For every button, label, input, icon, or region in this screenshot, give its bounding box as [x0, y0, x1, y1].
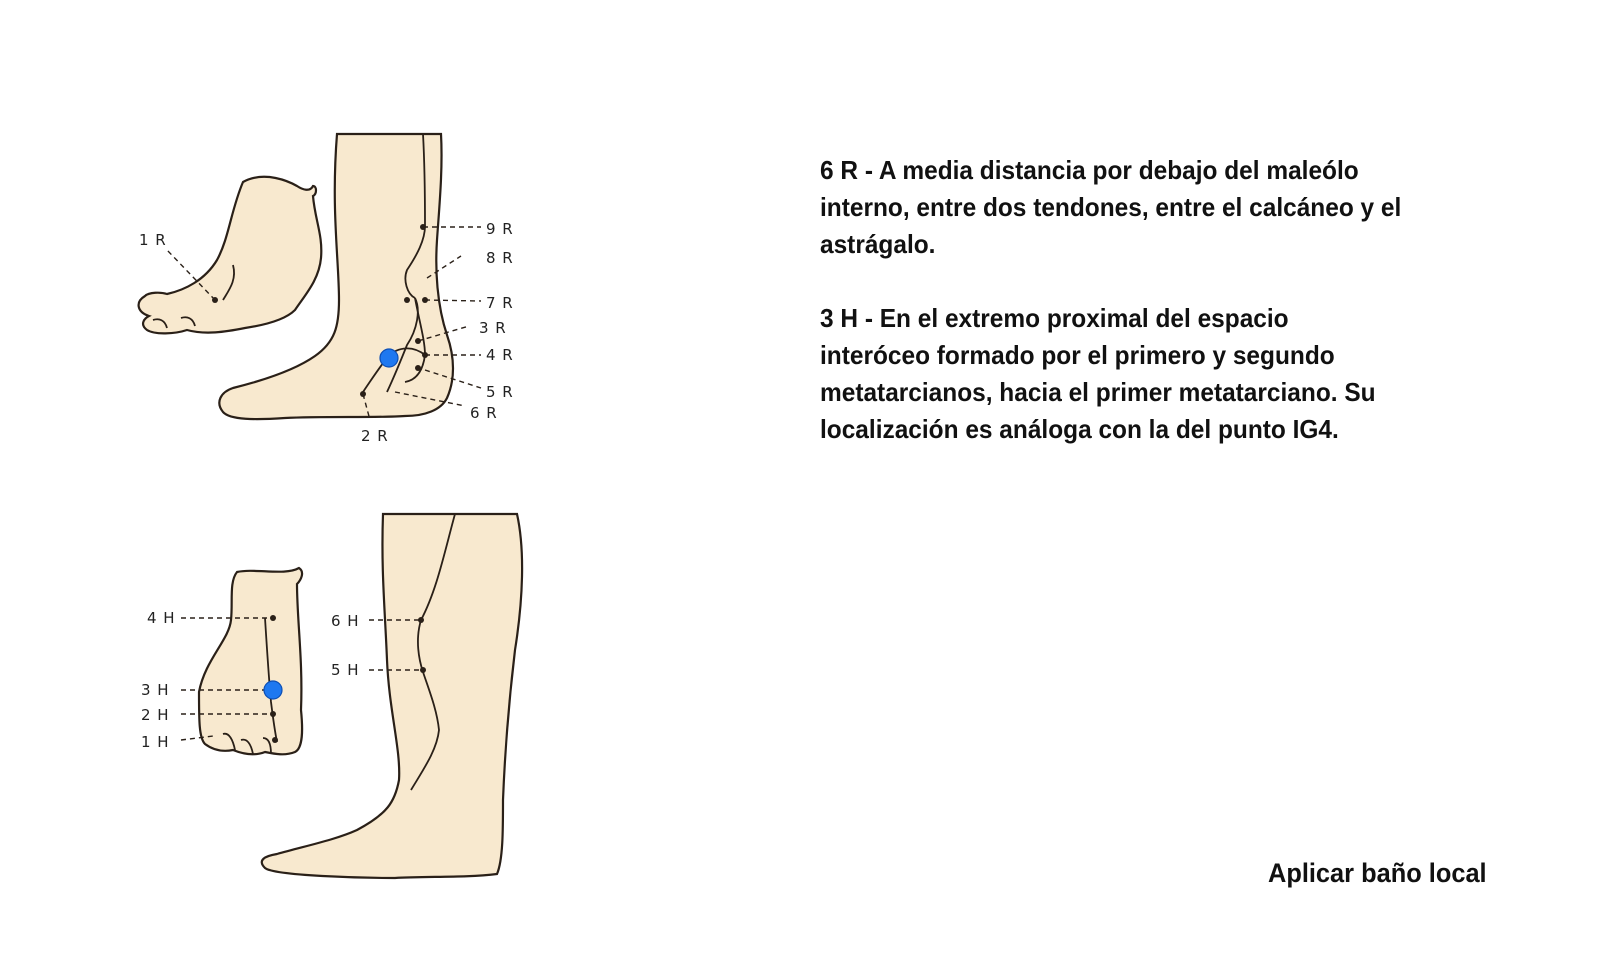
label-1h: 1 H [141, 733, 170, 751]
point-descriptions: 6 R - A media distancia por debajo del m… [820, 152, 1403, 485]
label-3r: 3 R [479, 319, 507, 337]
treatment-note: Aplicar baño local [1268, 858, 1487, 888]
label-6r: 6 R [470, 404, 498, 422]
highlight-point-3h [263, 680, 283, 700]
label-2r: 2 R [361, 427, 389, 445]
label-4r: 4 R [486, 346, 514, 364]
description-3h: 3 H - En el extremo proximal del espacio… [820, 303, 1376, 444]
label-5h: 5 H [331, 661, 360, 679]
label-7r: 7 R [486, 294, 514, 312]
description-6r: 6 R - A media distancia por debajo del m… [820, 155, 1402, 259]
top-foot [197, 566, 304, 756]
label-9r: 9 R [486, 220, 514, 238]
liver-meridian-illustration: 4 H 3 H 2 H 1 H 6 H 5 H [141, 512, 524, 880]
acupoints-h [270, 615, 426, 743]
sole-foot [137, 175, 323, 335]
label-4h: 4 H [147, 609, 176, 627]
label-2h: 2 H [141, 706, 170, 724]
label-3h: 3 H [141, 681, 170, 699]
leg-foot [218, 132, 455, 421]
kidney-meridian-illustration: 1 R 9 R 8 R 7 R 3 R 4 R 5 R 6 R 2 R [137, 132, 514, 445]
lower-leg [260, 512, 524, 880]
label-5r: 5 R [486, 383, 514, 401]
label-1r: 1 R [139, 231, 167, 249]
highlight-point-6r [379, 348, 399, 368]
label-8r: 8 R [486, 249, 514, 267]
label-6h: 6 H [331, 612, 360, 630]
